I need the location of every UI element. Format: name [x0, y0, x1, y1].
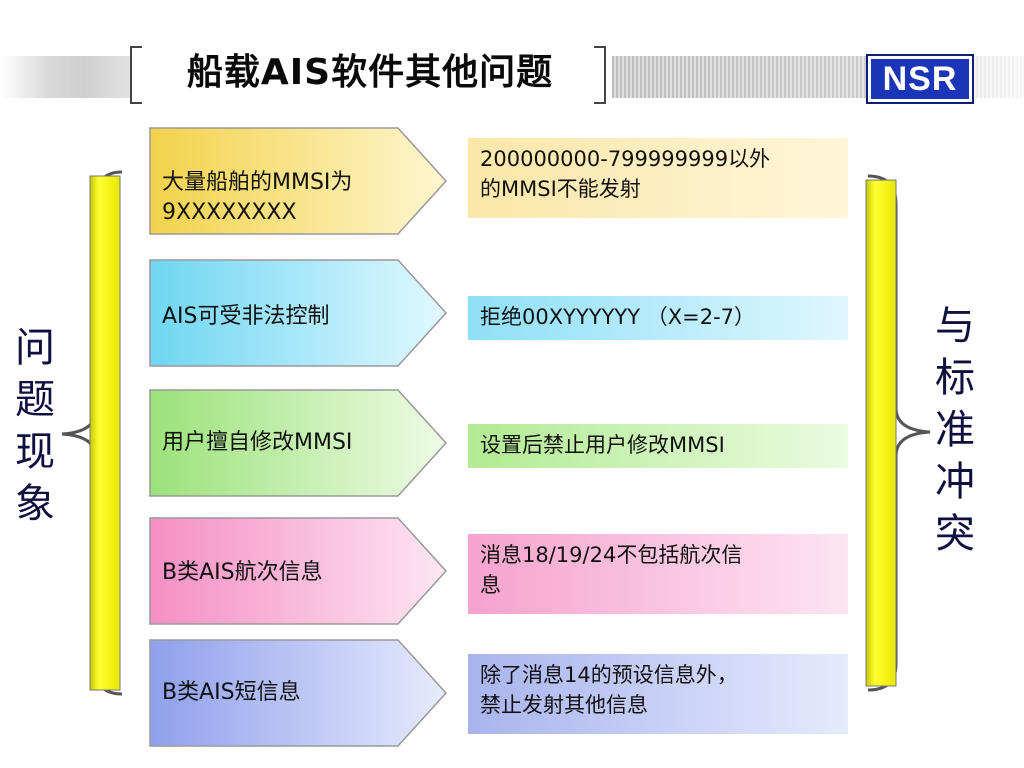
- problem-text: B类AIS短信息: [162, 680, 301, 705]
- solution-box-5: 除了消息14的预设信息外， 禁止发射其他信息: [468, 654, 848, 734]
- right-brace: [865, 174, 931, 692]
- solution-text: 拒绝00XYYYYYY （X=2-7）: [480, 305, 756, 329]
- problem-text: 9XXXXXXXX: [162, 200, 297, 225]
- problem-arrow-1: [149, 127, 448, 235]
- problem-text: AIS可受非法控制: [162, 304, 330, 329]
- problem-arrow-5: [149, 639, 448, 747]
- solution-text: 除了消息14的预设信息外，: [480, 663, 738, 687]
- solution-box-3: 设置后禁止用户修改MMSI: [468, 424, 848, 468]
- solution-text: 息: [480, 573, 501, 597]
- problem-label-3: 用户擅自修改MMSI: [162, 428, 412, 458]
- title-bracket-right: [594, 46, 606, 104]
- side-left-char: 题: [15, 377, 55, 423]
- problem-label-5: B类AIS短信息: [162, 678, 412, 708]
- solution-text: 消息18/19/24不包括航次信: [480, 543, 743, 567]
- problem-arrow-4: [149, 517, 448, 625]
- problem-text: 用户擅自修改MMSI: [162, 430, 353, 455]
- problem-label-1: 大量船舶的MMSI为 9XXXXXXXX: [162, 168, 412, 228]
- side-label-left: 问 题 现 象: [10, 322, 60, 530]
- side-right-char: 准: [935, 407, 975, 453]
- side-right-char: 标: [935, 355, 975, 401]
- header-bar-left: [0, 56, 140, 98]
- side-left-char: 问: [15, 325, 55, 371]
- side-right-char: 冲: [935, 459, 975, 505]
- solution-text: 禁止发射其他信息: [480, 693, 648, 717]
- solution-box-4: 消息18/19/24不包括航次信 息: [468, 534, 848, 614]
- problem-label-2: AIS可受非法控制: [162, 302, 412, 332]
- problem-arrow-3: [149, 389, 448, 497]
- solution-text: 设置后禁止用户修改MMSI: [480, 433, 725, 457]
- slide-title: 船载AIS软件其他问题: [186, 52, 554, 93]
- title-background: [130, 44, 606, 102]
- side-left-char: 象: [15, 481, 55, 527]
- problem-label-4: B类AIS航次信息: [162, 558, 412, 588]
- nsr-logo: NSR: [866, 54, 974, 104]
- side-right-char: 与: [935, 303, 975, 349]
- solution-box-1: 200000000-799999999以外 的MMSI不能发射: [468, 138, 848, 218]
- problem-arrow-2: [149, 259, 448, 367]
- side-right-char: 突: [935, 511, 975, 557]
- solution-text: 200000000-799999999以外: [480, 147, 771, 171]
- solution-box-2: 拒绝00XYYYYYY （X=2-7）: [468, 296, 848, 340]
- solution-text: 的MMSI不能发射: [480, 177, 641, 201]
- problem-text: 大量船舶的MMSI为: [162, 170, 353, 195]
- left-brace: [61, 170, 123, 696]
- side-left-char: 现: [15, 429, 55, 475]
- side-label-right: 与 标 准 冲 突: [930, 300, 980, 560]
- title-bracket-left: [130, 46, 142, 104]
- problem-text: B类AIS航次信息: [162, 560, 323, 585]
